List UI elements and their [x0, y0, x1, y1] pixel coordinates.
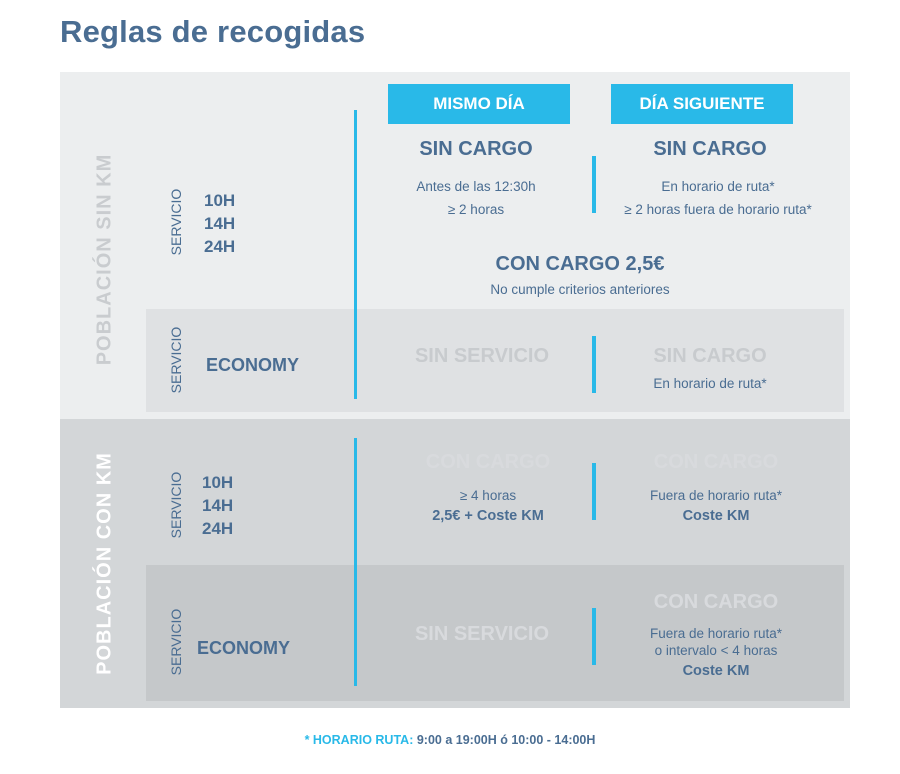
- section-label-con-km: POBLACIÓN CON KM: [93, 452, 116, 675]
- tier-label: 14H: [204, 214, 236, 233]
- page-title: Reglas de recogidas: [60, 14, 366, 49]
- service-tiers: 10H 14H 24H: [202, 471, 233, 540]
- tier-label: 24H: [204, 237, 236, 256]
- economy-row-sin-km: [146, 309, 844, 412]
- next-day-title: CON CARGO: [653, 451, 779, 473]
- column-divider: [354, 438, 357, 686]
- condition-line: ≥ 2 horas: [447, 202, 505, 217]
- next-day-condition: Fuera de horario ruta*: [649, 488, 783, 503]
- section-label-sin-km: POBLACIÓN SIN KM: [93, 153, 116, 366]
- column-header-same-day: MISMO DÍA: [388, 84, 570, 124]
- charge-note: No cumple criterios anteriores: [490, 282, 670, 297]
- next-day-cost: Coste KM: [682, 663, 750, 679]
- condition-line: Antes de las 12:30h: [416, 179, 536, 194]
- next-day-condition: En horario de ruta*: [653, 376, 767, 391]
- same-day-cost: 2,5€ + Coste KM: [432, 508, 544, 524]
- condition-line: En horario de ruta*: [661, 179, 775, 194]
- next-day-title: SIN CARGO: [653, 345, 767, 367]
- same-day-title: SIN CARGO: [419, 138, 533, 160]
- same-day-condition: ≥ 4 horas: [459, 488, 517, 503]
- next-day-conditions: Fuera de horario ruta* o intervalo < 4 h…: [606, 625, 826, 659]
- charge-title: CON CARGO 2,5€: [495, 253, 665, 275]
- cell-divider: [592, 608, 596, 665]
- tier-label: 10H: [202, 473, 234, 492]
- economy-label: ECONOMY: [197, 638, 291, 658]
- cell-divider: [592, 156, 596, 213]
- tier-label: 24H: [202, 519, 234, 538]
- condition-line: Fuera de horario ruta*: [649, 626, 783, 641]
- same-day-title: SIN SERVICIO: [414, 623, 550, 645]
- service-label: SERVICIO: [168, 471, 184, 539]
- footer-key: * HORARIO RUTA:: [304, 733, 414, 747]
- service-tiers: 10H 14H 24H: [204, 189, 235, 258]
- service-label: SERVICIO: [168, 608, 184, 676]
- condition-line: o intervalo < 4 horas: [654, 643, 778, 658]
- next-day-title: CON CARGO: [653, 591, 779, 613]
- column-divider: [354, 110, 357, 399]
- next-day-conditions: En horario de ruta* ≥ 2 horas fuera de h…: [598, 175, 838, 221]
- service-label: SERVICIO: [168, 188, 184, 256]
- footer-value: 9:00 a 19:00H ó 10:00 - 14:00H: [416, 733, 596, 747]
- service-label: SERVICIO: [168, 326, 184, 394]
- next-day-cost: Coste KM: [682, 508, 750, 524]
- same-day-title: CON CARGO: [425, 451, 551, 473]
- tier-label: 14H: [202, 496, 234, 515]
- cell-divider: [592, 463, 596, 520]
- column-header-next-day: DÍA SIGUIENTE: [611, 84, 793, 124]
- footer-note: * HORARIO RUTA: 9:00 a 19:00H ó 10:00 - …: [0, 733, 900, 747]
- economy-label: ECONOMY: [206, 355, 300, 375]
- tier-label: 10H: [204, 191, 236, 210]
- same-day-title: SIN SERVICIO: [414, 345, 550, 367]
- economy-row-con-km: [146, 565, 844, 701]
- condition-line: ≥ 2 horas fuera de horario ruta*: [624, 202, 812, 217]
- same-day-conditions: Antes de las 12:30h ≥ 2 horas: [356, 175, 596, 221]
- cell-divider: [592, 336, 596, 393]
- next-day-title: SIN CARGO: [653, 138, 767, 160]
